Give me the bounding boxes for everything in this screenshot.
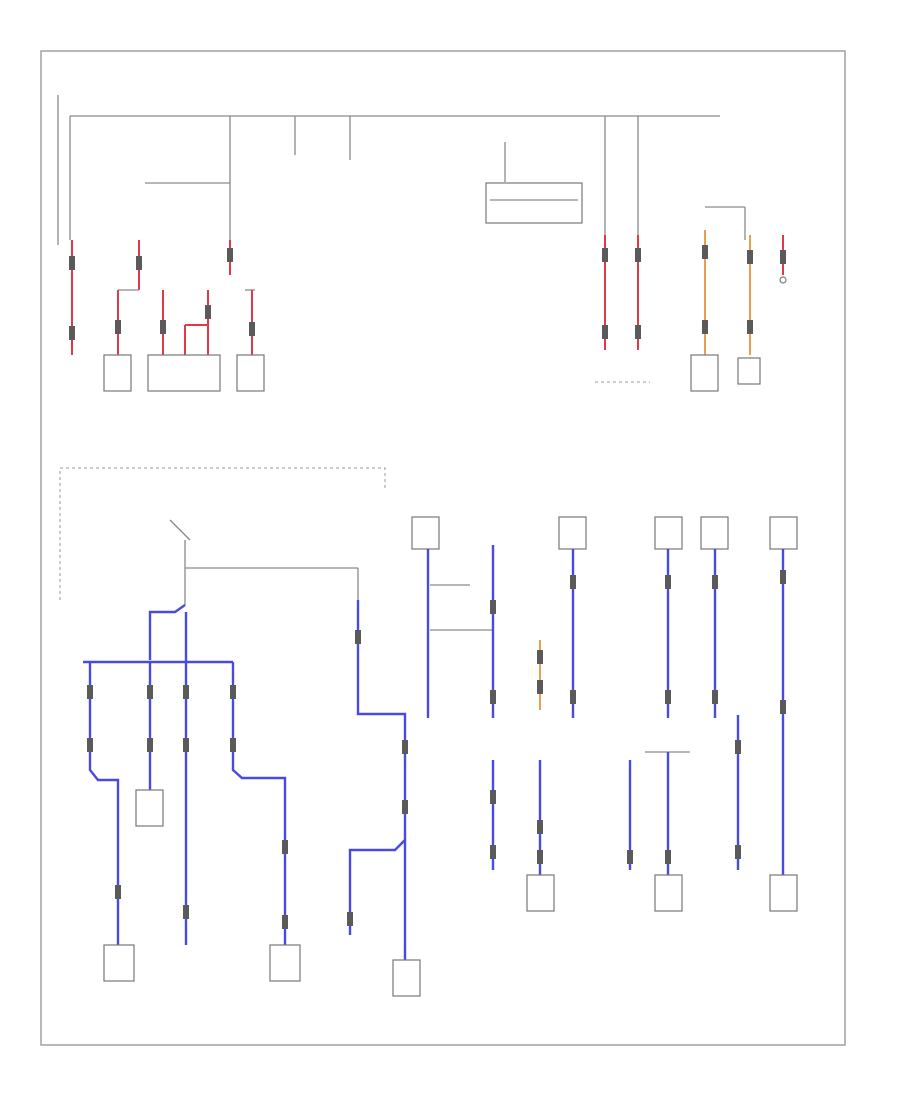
connector-4 (160, 320, 166, 334)
connector-b12 (282, 915, 288, 929)
connector-b3 (147, 685, 153, 699)
ground-point-top (779, 276, 787, 284)
connector-1a (69, 256, 75, 270)
connector-5 (205, 305, 211, 319)
connector-r17 (627, 850, 633, 864)
connector-r8 (665, 690, 671, 704)
switch-arm (169, 519, 191, 541)
blue-wire-v4 (231, 662, 287, 945)
connector-b9 (115, 885, 121, 899)
bottom-dashed-enclosure (59, 467, 386, 600)
control-module (485, 182, 583, 224)
connector-r4 (570, 690, 576, 704)
connector-7 (249, 322, 255, 336)
bottom-section (59, 467, 798, 997)
connector-2 (136, 256, 142, 270)
component-tail-left (737, 357, 761, 385)
component-bottom-center (392, 959, 421, 997)
component-right-3 (654, 516, 683, 550)
connector-3 (115, 320, 121, 334)
component-right-1 (411, 516, 440, 550)
top-section (57, 95, 787, 392)
component-lower-right-2 (654, 874, 683, 912)
connector-r9 (712, 575, 718, 589)
connector-r10 (712, 690, 718, 704)
connector-8b (602, 325, 608, 339)
component-right-4 (700, 516, 729, 550)
connector-9b (635, 325, 641, 339)
connector-r15 (537, 820, 543, 834)
connector-c3 (402, 800, 408, 814)
connector-r3 (570, 575, 576, 589)
connector-10a (702, 245, 708, 259)
blue-wire-dist-1 (148, 604, 186, 660)
connector-8a (602, 248, 608, 262)
connector-b5 (183, 685, 189, 699)
diagram-frame (40, 50, 846, 1046)
connector-b10 (183, 905, 189, 919)
component-relay-left (103, 354, 132, 392)
component-relay-right (236, 354, 265, 392)
connector-r14 (490, 845, 496, 859)
connector-1b (69, 326, 75, 340)
connector-6 (227, 248, 233, 262)
connector-r5 (537, 650, 543, 664)
connector-r16 (537, 850, 543, 864)
component-bottom-2 (103, 944, 135, 982)
connector-r2 (490, 690, 496, 704)
connector-b4 (147, 738, 153, 752)
connector-c1 (355, 630, 361, 644)
connector-c2 (402, 740, 408, 754)
component-lower-right-3 (769, 874, 798, 912)
connector-r20 (735, 845, 741, 859)
component-lower-right-1 (526, 874, 555, 912)
connector-r11 (780, 570, 786, 584)
connector-r12 (780, 700, 786, 714)
connector-c4 (347, 912, 353, 926)
component-right-5 (769, 516, 798, 550)
blue-wire-v2 (88, 662, 120, 945)
connector-11b (747, 320, 753, 334)
component-module-center (147, 354, 221, 392)
connector-r1 (490, 600, 496, 614)
component-tail-right (690, 354, 719, 392)
connector-r18 (665, 850, 671, 864)
connector-b8 (230, 738, 236, 752)
connector-b2 (87, 738, 93, 752)
connector-r13 (490, 790, 496, 804)
component-right-2 (558, 516, 587, 550)
component-bottom-3 (269, 944, 301, 982)
component-bottom-1 (135, 789, 164, 827)
blue-wire-center-branch (348, 839, 406, 935)
connector-r6 (537, 680, 543, 694)
connector-b1 (87, 685, 93, 699)
connector-r7 (665, 575, 671, 589)
connector-10b (702, 320, 708, 334)
blue-wire-center (356, 600, 407, 960)
connector-12 (780, 250, 786, 264)
connector-11a (747, 250, 753, 264)
connector-9a (635, 248, 641, 262)
connector-b11 (282, 840, 288, 854)
connector-b7 (230, 685, 236, 699)
connector-r19 (735, 740, 741, 754)
connector-b6 (183, 738, 189, 752)
